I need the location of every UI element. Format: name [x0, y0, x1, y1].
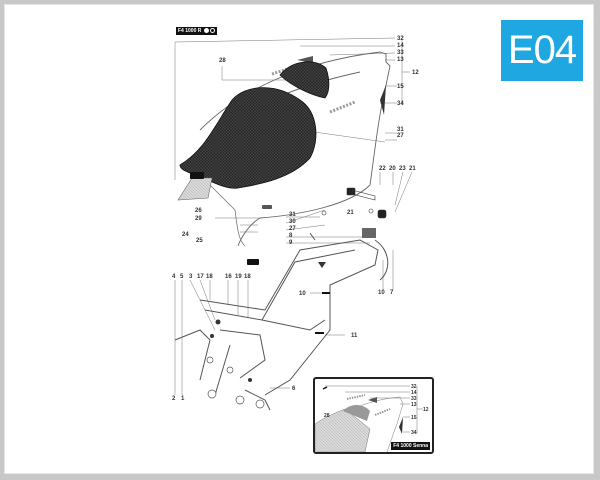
svg-text:5: 5 — [180, 274, 184, 280]
section-badge: E04 — [501, 20, 583, 81]
svg-text:31: 31 — [289, 212, 296, 218]
svg-text:32: 32 — [397, 36, 404, 42]
svg-text:2: 2 — [172, 396, 176, 402]
callout-labels: 32 14 33 13 12 15 34 28 31 27 22 20 23 2… — [172, 36, 419, 402]
svg-text:13: 13 — [411, 402, 417, 408]
svg-text:12: 12 — [412, 70, 419, 76]
frame-bands — [315, 292, 330, 334]
svg-text:18: 18 — [244, 274, 251, 280]
mounting-bracket — [321, 187, 387, 219]
tail-light — [190, 172, 204, 179]
svg-text:29: 29 — [195, 216, 202, 222]
svg-text:14: 14 — [411, 390, 417, 396]
model-tag-label: F4 1000 R — [178, 28, 202, 34]
svg-text:27: 27 — [289, 226, 296, 232]
reflector — [262, 205, 272, 209]
svg-text:21: 21 — [347, 210, 354, 216]
battery — [362, 228, 376, 238]
svg-text:6: 6 — [292, 386, 296, 392]
inset-model-tag: F4 1000 Senna — [391, 442, 430, 450]
svg-text:15: 15 — [397, 84, 404, 90]
svg-text:15: 15 — [411, 415, 417, 421]
leader-lines — [174, 37, 413, 395]
rear-subframe — [174, 232, 389, 411]
frame-mount-holes — [206, 356, 265, 409]
svg-text:11: 11 — [351, 333, 358, 339]
svg-text:30: 30 — [289, 219, 296, 225]
svg-text:28: 28 — [219, 58, 226, 64]
svg-text:19: 19 — [235, 274, 242, 280]
svg-text:1: 1 — [181, 396, 185, 402]
license-plate-holder — [177, 177, 213, 201]
tail-side-slot — [380, 85, 386, 115]
svg-text:3: 3 — [189, 274, 193, 280]
svg-text:17: 17 — [197, 274, 204, 280]
svg-text:33: 33 — [411, 396, 417, 402]
senna-variant-inset: 32 14 33 13 12 15 34 28 F4 1000 Senna — [313, 377, 434, 454]
svg-text:4: 4 — [172, 274, 176, 280]
seat-base — [199, 174, 246, 247]
svg-text:22: 22 — [379, 166, 386, 172]
svg-text:20: 20 — [389, 166, 396, 172]
svg-text:33: 33 — [397, 50, 404, 56]
svg-text:10: 10 — [299, 291, 306, 297]
svg-text:10: 10 — [378, 290, 385, 296]
svg-text:7: 7 — [390, 290, 394, 296]
svg-text:16: 16 — [225, 274, 232, 280]
svg-text:12: 12 — [423, 407, 429, 413]
svg-text:27: 27 — [397, 133, 404, 139]
tail-vent — [297, 56, 313, 63]
svg-text:23: 23 — [399, 166, 406, 172]
bolts — [210, 319, 252, 382]
seat-lock — [247, 259, 259, 265]
svg-text:24: 24 — [182, 232, 189, 238]
svg-text:34: 34 — [411, 430, 417, 436]
svg-text:18: 18 — [206, 274, 213, 280]
pillion-pad — [279, 61, 330, 99]
inset-diagram: 32 14 33 13 12 15 34 28 — [315, 384, 429, 452]
svg-text:32: 32 — [411, 384, 417, 390]
model-tag: F4 1000 R — [176, 27, 218, 35]
triangle-emblem — [318, 262, 326, 268]
circle-a-icon — [203, 28, 209, 34]
svg-text:8: 8 — [289, 233, 293, 239]
svg-text:28: 28 — [324, 413, 330, 419]
svg-text:13: 13 — [397, 57, 404, 63]
svg-text:26: 26 — [195, 208, 202, 214]
svg-text:21: 21 — [409, 166, 416, 172]
svg-text:25: 25 — [196, 238, 203, 244]
svg-text:14: 14 — [397, 43, 404, 49]
svg-text:34: 34 — [397, 101, 404, 107]
svg-text:31: 31 — [397, 127, 404, 133]
svg-text:9: 9 — [289, 240, 293, 246]
circle-b-icon — [210, 28, 216, 34]
